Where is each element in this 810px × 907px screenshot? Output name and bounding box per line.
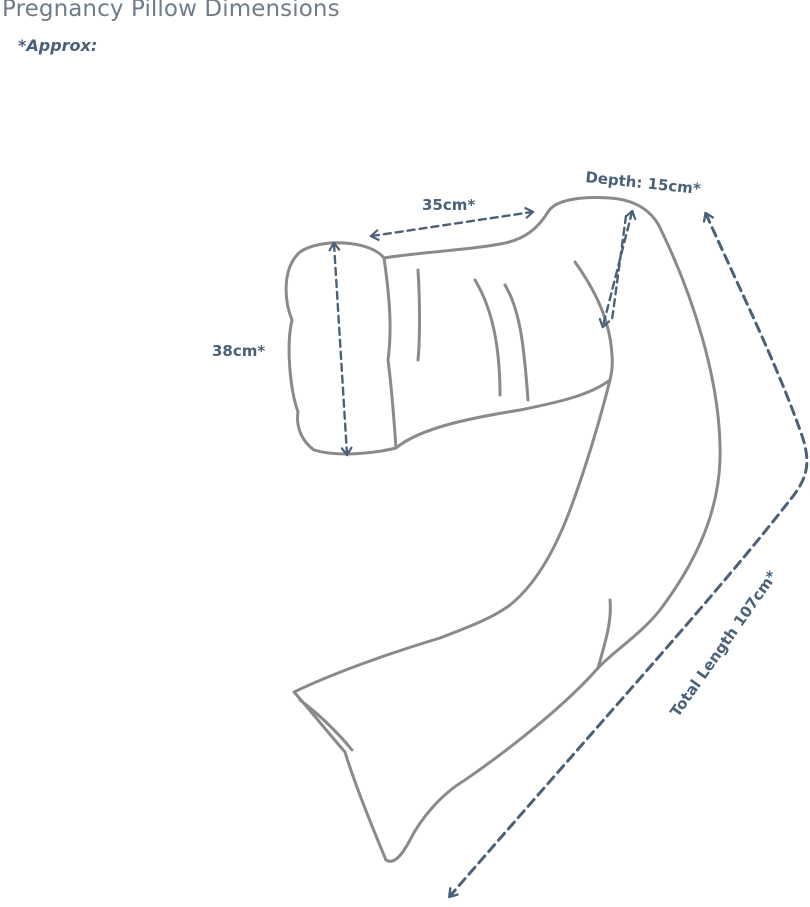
- depth-arrow-b: [610, 214, 628, 322]
- pillow-crease-2: [503, 283, 530, 402]
- pillow-outline: [284, 196, 722, 863]
- width-label: 35cm*: [422, 196, 475, 214]
- approx-note: *Approx:: [18, 36, 98, 55]
- width-arrow: [369, 207, 535, 241]
- page-title: Pregnancy Pillow Dimensions: [2, 0, 340, 22]
- pillow-bottom-edge: [394, 378, 612, 450]
- pillow-top-edge: [382, 196, 722, 863]
- pillow-crease-3: [416, 268, 421, 362]
- pillow-head-roll: [284, 241, 398, 456]
- depth-label: Depth: 15cm*: [585, 168, 702, 198]
- pillow-crease-5: [298, 698, 354, 752]
- pillow-head-seam: [382, 256, 398, 450]
- length-arrow: [448, 211, 809, 899]
- height-label: 38cm*: [212, 342, 265, 360]
- dimension-arrows: [328, 207, 809, 899]
- pillow-depth-seam: [573, 260, 614, 382]
- pillow-crease-1: [473, 278, 502, 397]
- depth-arrow-a: [598, 209, 637, 329]
- height-arrow: [328, 241, 353, 457]
- length-label: Total Length 107cm*: [667, 567, 782, 720]
